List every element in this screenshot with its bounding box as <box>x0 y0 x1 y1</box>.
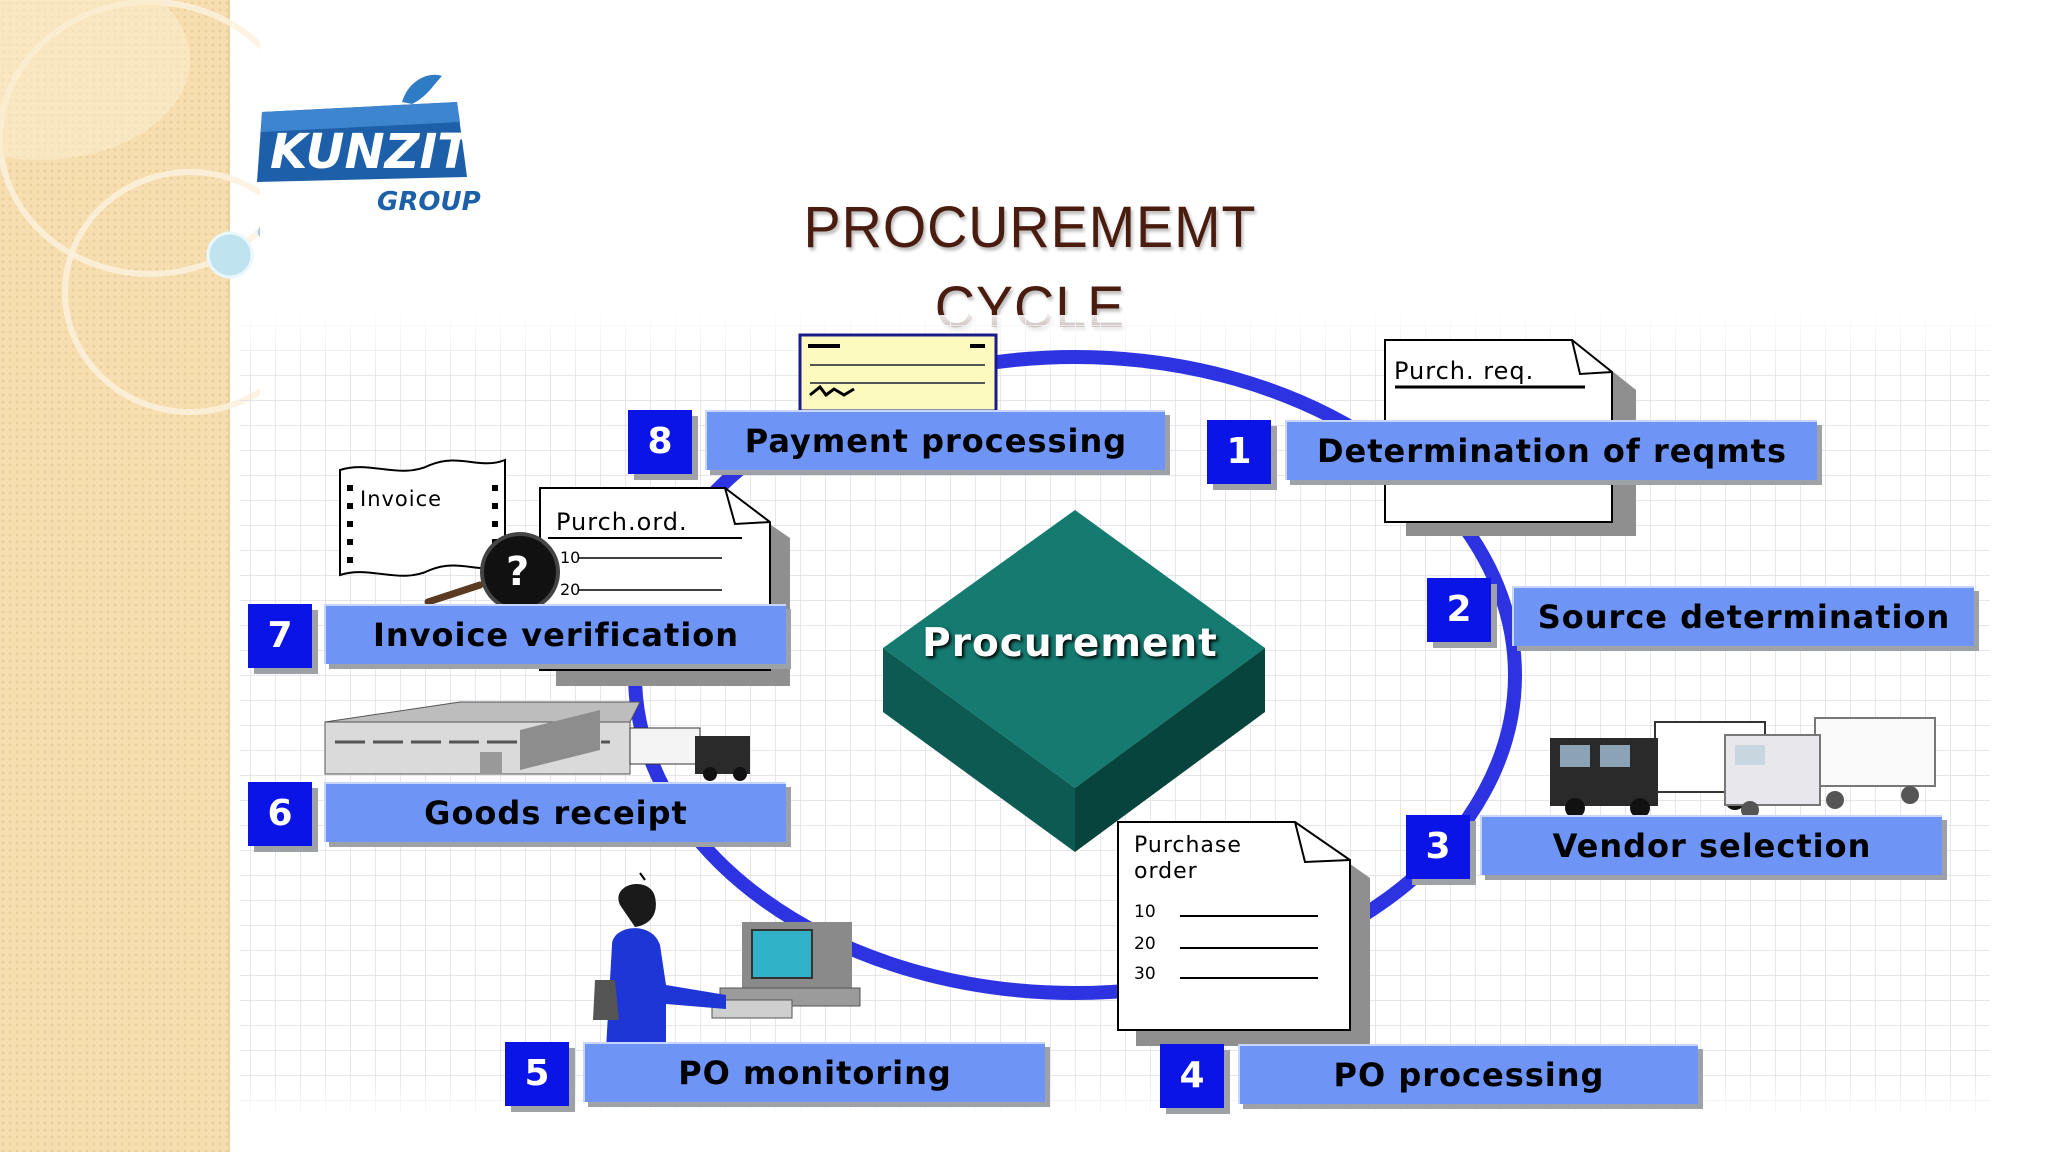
person-at-computer-icon <box>593 872 861 1049</box>
step-8-number: 8 <box>628 410 692 474</box>
logo-subtitle: GROUP <box>377 187 481 217</box>
purchase-order-line-10: 10 <box>1134 902 1156 922</box>
step-7-label: Invoice verification <box>324 604 786 664</box>
purch-ord-line-20: 20 <box>560 580 581 599</box>
decorative-rings <box>0 0 260 415</box>
step-1-number: 1 <box>1207 420 1271 484</box>
company-logo: KUNZITE GROUP <box>257 74 482 217</box>
warehouse-icon <box>324 701 750 781</box>
purch-ord-line-10: 10 <box>560 548 581 567</box>
procurement-hub-label: Procurement <box>922 621 1218 666</box>
step-4-label: PO processing <box>1238 1044 1698 1104</box>
step-6-number: 6 <box>248 782 312 846</box>
step-8-label: Payment processing <box>705 410 1165 470</box>
purch-ord-text: Purch.ord. <box>556 508 688 536</box>
trucks-icon <box>1550 717 1936 819</box>
purch-req-text: Purch. req. <box>1394 357 1535 385</box>
purchase-order-title-line1: Purchase <box>1134 833 1242 858</box>
step-4-number: 4 <box>1160 1044 1224 1108</box>
purchase-order-line-30: 30 <box>1134 964 1156 984</box>
bubble-icon <box>206 231 254 279</box>
invoice-text: Invoice <box>360 487 443 511</box>
question-mark-icon: ? <box>506 549 530 595</box>
step-2-label: Source determination <box>1512 586 1974 646</box>
magnifying-glass-icon <box>424 532 560 612</box>
purchase-order-line-20: 20 <box>1134 934 1156 954</box>
purchase-order-title-line2: order <box>1134 859 1198 884</box>
logo-word: KUNZITE <box>270 124 482 180</box>
sidebar-panel <box>0 0 230 1152</box>
step-3-label: Vendor selection <box>1480 815 1942 875</box>
page-title: PROCUREMEMT CYCLE <box>803 195 1257 340</box>
step-6-label: Goods receipt <box>324 782 786 842</box>
step-1-label: Determination of reqmts <box>1285 420 1817 480</box>
purchase-order-document-icon <box>1117 821 1370 1046</box>
procurement-hub-block <box>883 510 1265 852</box>
small-bubble-icon <box>258 227 260 237</box>
step-3-number: 3 <box>1406 815 1470 879</box>
check-document-icon <box>798 333 998 413</box>
step-2-number: 2 <box>1427 578 1491 642</box>
invoice-document-icon <box>339 458 506 577</box>
step-7-number: 7 <box>248 604 312 668</box>
step-5-label: PO monitoring <box>583 1042 1045 1102</box>
step-5-number: 5 <box>505 1042 569 1106</box>
